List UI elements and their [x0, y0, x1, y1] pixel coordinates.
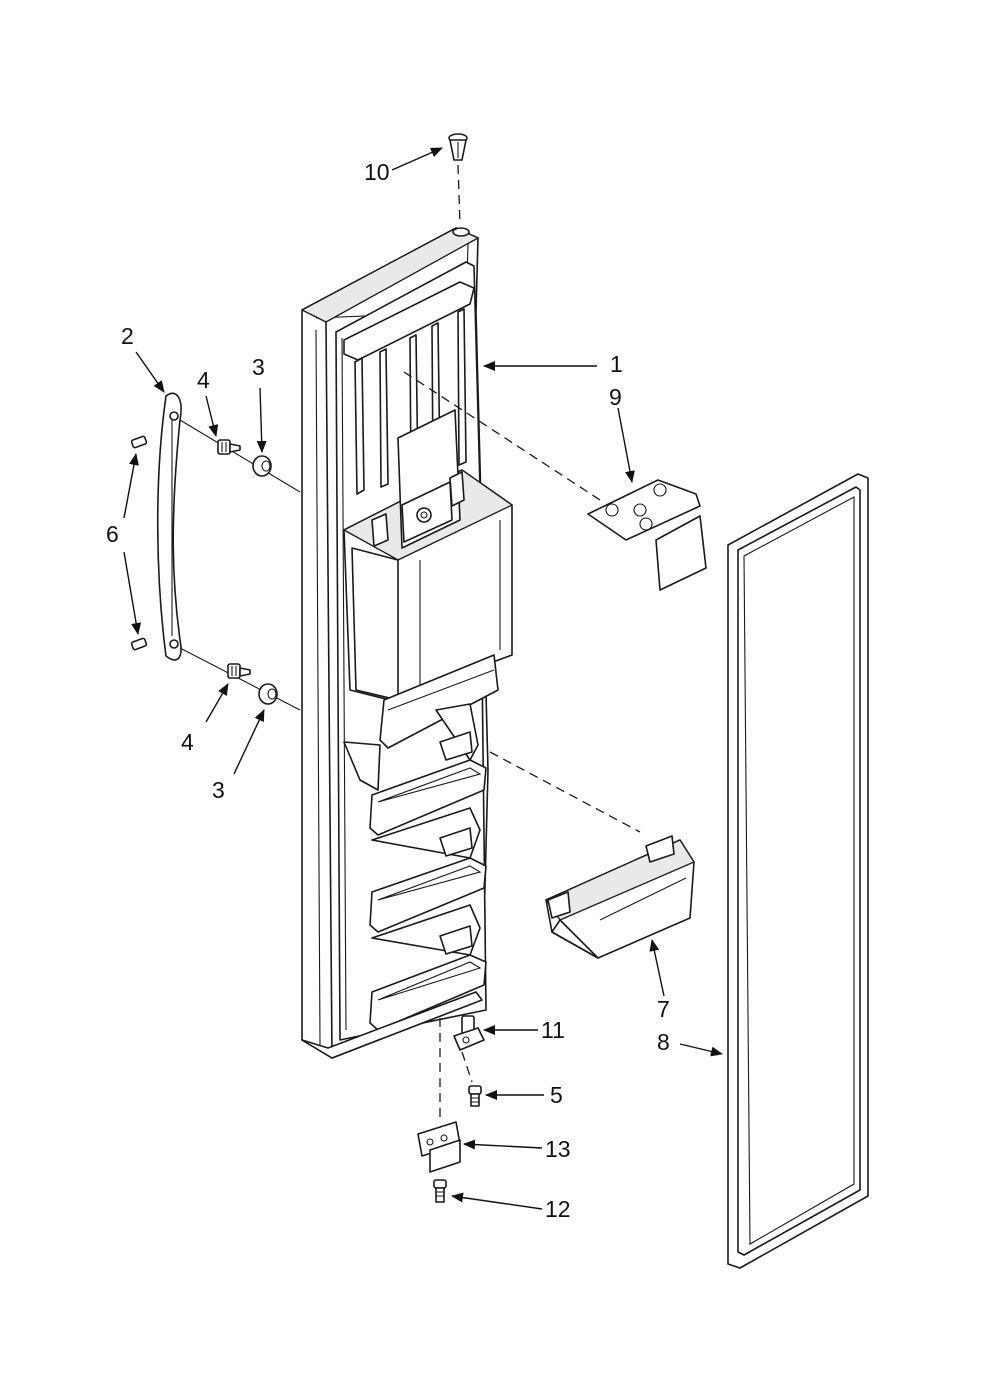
screw-upper: [217, 439, 241, 455]
callout-8: 8: [657, 1029, 670, 1055]
hinge-pin-top: [448, 133, 468, 161]
handle: [156, 392, 182, 661]
callout-4-lower: 4: [181, 729, 194, 755]
callout-5: 5: [550, 1082, 563, 1108]
callout-9: 9: [609, 384, 622, 410]
leader-lines: [123, 147, 723, 1210]
setscrew-lower: [130, 637, 148, 651]
callout-6: 6: [106, 521, 119, 547]
hinge-screw-12: [433, 1179, 447, 1203]
setscrew-upper: [130, 435, 148, 449]
door-bin: [545, 835, 695, 959]
callout-4-upper: 4: [197, 367, 210, 393]
door-shelf-2: [369, 807, 487, 933]
screw-lower: [227, 663, 251, 679]
callout-7: 7: [657, 996, 670, 1022]
callout-1: 1: [610, 351, 623, 377]
dispenser-plate: [587, 479, 707, 591]
callout-12: 12: [545, 1196, 571, 1222]
callout-11: 11: [541, 1017, 565, 1043]
door-gasket: [727, 473, 869, 1269]
hinge-pin-bottom: [453, 1015, 485, 1051]
callout-3-lower: 3: [212, 777, 225, 803]
bottom-hinge-bracket: [417, 1121, 461, 1173]
door-assembly: [301, 227, 513, 1059]
spacer-lower: [258, 683, 278, 705]
callout-13: 13: [545, 1136, 571, 1162]
callout-10: 10: [364, 159, 390, 185]
hinge-screw-5: [468, 1085, 482, 1107]
callout-2: 2: [121, 323, 134, 349]
callout-labels: 10 1 2 4 3 9 6 4 3 7 8 11 5 13 12: [106, 159, 670, 1222]
door-shelf-1: [343, 703, 487, 836]
callout-3-upper: 3: [252, 354, 265, 380]
door-shelf-3: [369, 904, 487, 1031]
dispenser-housing: [343, 409, 513, 749]
spacer-upper: [252, 455, 272, 477]
